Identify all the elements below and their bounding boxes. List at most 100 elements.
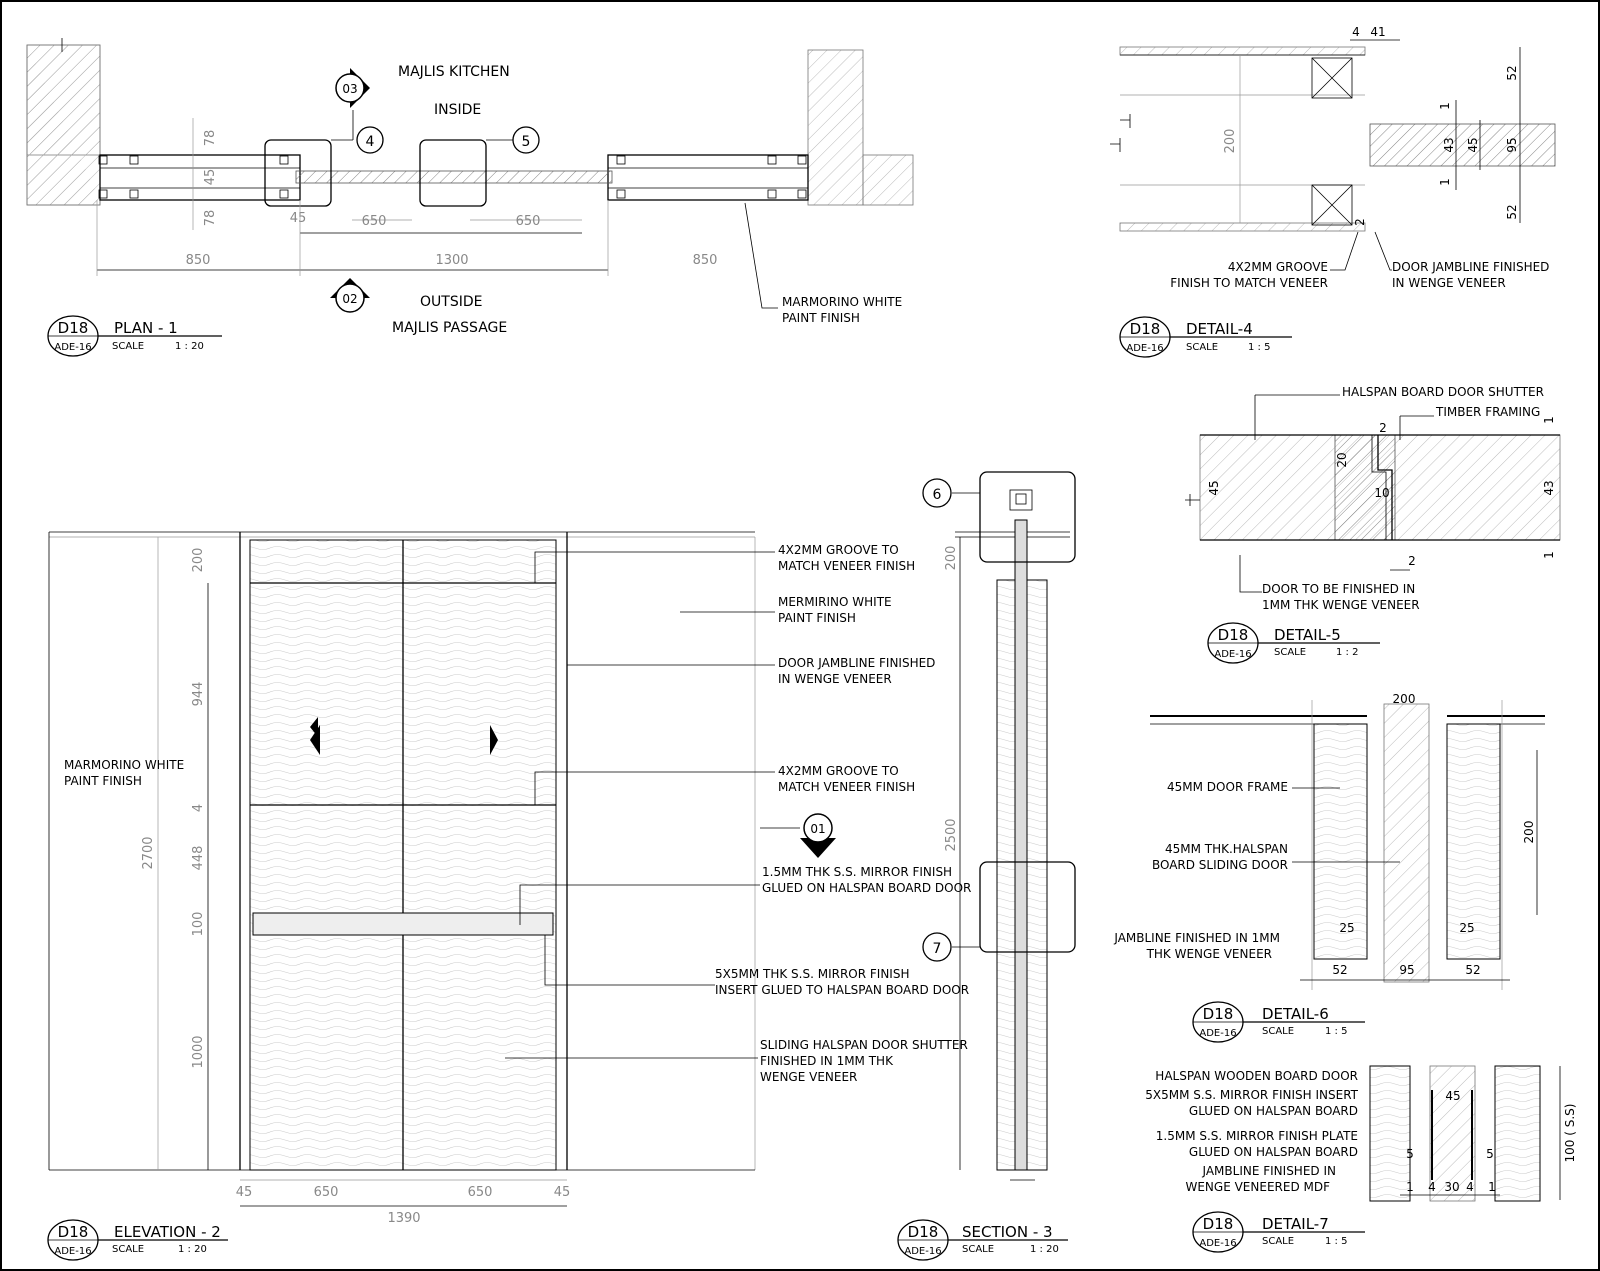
svg-text:INSIDE: INSIDE [434, 102, 481, 118]
svg-text:6: 6 [933, 487, 942, 503]
svg-text:MARMORINO WHITE: MARMORINO WHITE [782, 295, 902, 309]
svg-text:1: 1 [1406, 1180, 1414, 1194]
title-detail-5: D18 ADE-16 DETAIL-5 SCALE 1 : 2 [1207, 622, 1380, 664]
svg-text:1 : 20: 1 : 20 [178, 1244, 207, 1255]
svg-text:JAMBLINE FINISHED IN: JAMBLINE FINISHED IN [1202, 1164, 1336, 1178]
svg-text:20: 20 [1335, 452, 1349, 467]
svg-text:1390: 1390 [387, 1211, 420, 1226]
detail-bubble-6 [979, 471, 1076, 563]
svg-text:1300: 1300 [435, 253, 468, 268]
title-detail-6: D18 ADE-16 DETAIL-6 SCALE 1 : 5 [1192, 1001, 1365, 1043]
svg-text:4: 4 [1428, 1180, 1436, 1194]
svg-text:200: 200 [944, 546, 959, 571]
title-detail-7: D18 ADE-16 DETAIL-7 SCALE 1 : 5 [1192, 1211, 1365, 1253]
svg-text:IN WENGE VENEER: IN WENGE VENEER [778, 672, 892, 686]
svg-text:ADE-16: ADE-16 [1126, 343, 1163, 354]
plan-wall-right [807, 49, 864, 206]
svg-text:DOOR JAMBLINE FINISHED: DOOR JAMBLINE FINISHED [1392, 260, 1549, 274]
svg-text:5: 5 [1486, 1147, 1494, 1161]
svg-text:WENGE VENEERED MDF: WENGE VENEERED MDF [1185, 1180, 1330, 1194]
svg-text:100: 100 [191, 912, 206, 937]
svg-text:1 : 5: 1 : 5 [1325, 1236, 1347, 1247]
svg-text:25: 25 [1459, 921, 1474, 935]
svg-text:PLAN - 1: PLAN - 1 [114, 319, 178, 337]
svg-text:01: 01 [810, 822, 825, 836]
svg-text:200: 200 [1223, 129, 1238, 154]
svg-text:D18: D18 [1130, 320, 1161, 338]
svg-text:IN WENGE VENEER: IN WENGE VENEER [1392, 276, 1506, 290]
svg-text:7: 7 [933, 941, 942, 957]
svg-text:SCALE: SCALE [1274, 647, 1306, 658]
svg-text:1000: 1000 [191, 1035, 206, 1068]
svg-text:200: 200 [1522, 821, 1536, 844]
svg-text:4X2MM GROOVE TO: 4X2MM GROOVE TO [778, 764, 899, 778]
svg-text:25: 25 [1339, 921, 1354, 935]
callout-7 [922, 932, 952, 962]
svg-text:95: 95 [1505, 137, 1519, 152]
svg-text:78: 78 [203, 210, 218, 227]
section-3: 6 7 200 2500 D18 ADE-16 SECTION - 3 SCAL… [897, 471, 1076, 1261]
svg-text:650: 650 [516, 214, 541, 229]
section-marker-02: 02 [330, 278, 370, 313]
svg-text:45: 45 [236, 1185, 253, 1200]
svg-text:30: 30 [1444, 1180, 1459, 1194]
elevation-2: 2700 200 944 4 448 100 1000 45 650 650 4… [47, 531, 971, 1261]
svg-text:10: 10 [1374, 486, 1389, 500]
svg-text:ADE-16: ADE-16 [1199, 1238, 1236, 1249]
detail4-door-panel [1369, 123, 1556, 167]
section-marker-01: 01 [760, 813, 836, 858]
svg-text:ADE-16: ADE-16 [904, 1246, 941, 1257]
svg-text:1: 1 [1542, 551, 1556, 559]
svg-text:52: 52 [1505, 204, 1519, 219]
room-label-bottom: MAJLIS PASSAGE [392, 320, 507, 336]
svg-text:MARMORINO WHITE: MARMORINO WHITE [64, 758, 184, 772]
svg-text:95: 95 [1399, 963, 1414, 977]
svg-text:DETAIL-4: DETAIL-4 [1186, 320, 1253, 338]
svg-text:DETAIL-6: DETAIL-6 [1262, 1005, 1329, 1023]
svg-text:INSERT GLUED TO HALSPAN BOARD: INSERT GLUED TO HALSPAN BOARD DOOR [715, 983, 969, 997]
svg-text:ADE-16: ADE-16 [54, 1246, 91, 1257]
svg-text:D18: D18 [1203, 1215, 1234, 1233]
svg-text:1.5MM S.S. MIRROR FINISH PLATE: 1.5MM S.S. MIRROR FINISH PLATE [1156, 1129, 1358, 1143]
svg-text:650: 650 [362, 214, 387, 229]
svg-text:JAMBLINE FINISHED IN 1MM: JAMBLINE FINISHED IN 1MM [1113, 931, 1280, 945]
svg-text:1 : 2: 1 : 2 [1336, 647, 1358, 658]
svg-text:D18: D18 [1203, 1005, 1234, 1023]
callout-4 [356, 126, 384, 154]
svg-text:43: 43 [1442, 137, 1456, 152]
svg-text:4: 4 [1466, 1180, 1474, 1194]
callout-5 [512, 126, 540, 154]
svg-text:PAINT FINISH: PAINT FINISH [782, 311, 860, 325]
svg-text:SCALE: SCALE [1262, 1236, 1294, 1247]
svg-text:5X5MM THK S.S. MIRROR FINISH: 5X5MM THK S.S. MIRROR FINISH [715, 967, 910, 981]
svg-text:43: 43 [1542, 480, 1556, 495]
svg-text:850: 850 [693, 253, 718, 268]
svg-text:4X2MM GROOVE: 4X2MM GROOVE [1228, 260, 1328, 274]
svg-text:1 : 5: 1 : 5 [1325, 1026, 1347, 1037]
svg-text:SCALE: SCALE [112, 1244, 144, 1255]
callout-6 [922, 478, 952, 508]
svg-text:200: 200 [1393, 692, 1416, 706]
svg-text:45: 45 [290, 211, 307, 226]
svg-text:HALSPAN WOODEN BOARD DOOR: HALSPAN WOODEN BOARD DOOR [1155, 1069, 1358, 1083]
svg-text:1: 1 [1488, 1180, 1496, 1194]
svg-text:45: 45 [1466, 137, 1480, 152]
svg-text:1: 1 [1542, 416, 1556, 424]
svg-text:DOOR TO BE FINISHED IN: DOOR TO BE FINISHED IN [1262, 582, 1415, 596]
svg-text:52: 52 [1332, 963, 1347, 977]
svg-text:HALSPAN BOARD DOOR SHUTTER: HALSPAN BOARD DOOR SHUTTER [1342, 385, 1544, 399]
svg-text:SCALE: SCALE [1262, 1026, 1294, 1037]
svg-text:200: 200 [191, 548, 206, 573]
svg-text:ADE-16: ADE-16 [54, 342, 91, 353]
detail-bubble-7 [979, 861, 1076, 953]
svg-text:448: 448 [191, 846, 206, 871]
svg-text:D18: D18 [58, 1223, 89, 1241]
svg-text:650: 650 [468, 1185, 493, 1200]
svg-text:BOARD SLIDING DOOR: BOARD SLIDING DOOR [1152, 858, 1288, 872]
svg-text:45: 45 [1445, 1089, 1460, 1103]
svg-text:DETAIL-7: DETAIL-7 [1262, 1215, 1329, 1233]
title-detail-4: D18 ADE-16 DETAIL-4 SCALE 1 : 5 [1119, 316, 1292, 358]
svg-text:1 : 5: 1 : 5 [1248, 342, 1270, 353]
svg-text:SCALE: SCALE [962, 1244, 994, 1255]
